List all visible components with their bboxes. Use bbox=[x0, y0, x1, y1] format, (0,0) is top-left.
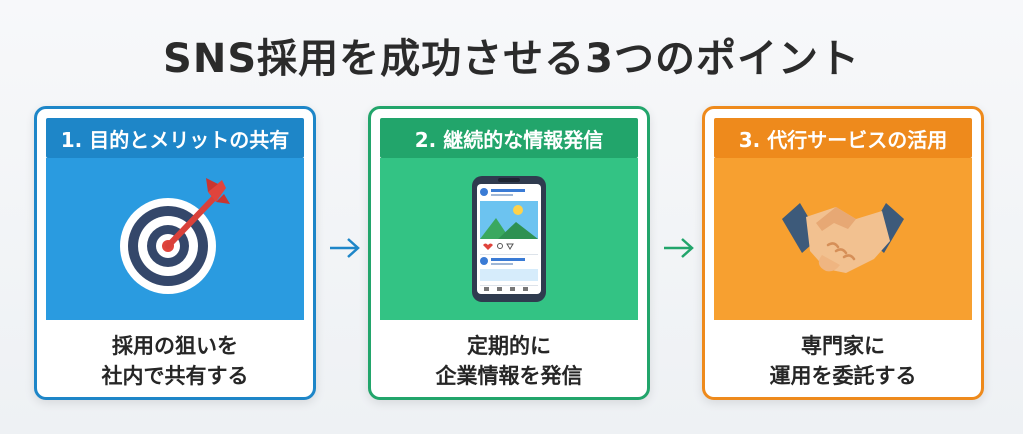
caption-line: 専門家に bbox=[801, 334, 885, 358]
point-card-2-caption: 定期的に 企業情報を発信 bbox=[371, 331, 647, 391]
target-with-arrow-icon bbox=[120, 178, 230, 294]
point-card-3-illustration bbox=[714, 158, 972, 320]
point-card-2-illustration bbox=[380, 158, 638, 320]
arrow-right-icon bbox=[330, 238, 360, 258]
page-title: SNS採用を成功させる3つのポイント bbox=[163, 36, 860, 82]
caption-line: 社内で共有する bbox=[101, 364, 249, 388]
point-card-1: 1. 目的とメリットの共有 採用の狙いを 社内で共有する bbox=[34, 106, 316, 400]
point-card-1-illustration bbox=[46, 158, 304, 320]
arrow-right-icon bbox=[664, 238, 694, 258]
smartphone-social-feed-icon bbox=[472, 176, 546, 302]
point-card-3-header: 3. 代行サービスの活用 bbox=[714, 118, 972, 158]
handshake-icon bbox=[782, 203, 904, 273]
caption-line: 企業情報を発信 bbox=[435, 364, 583, 388]
point-card-2-header: 2. 継続的な情報発信 bbox=[380, 118, 638, 158]
point-card-3-caption: 専門家に 運用を委託する bbox=[705, 331, 981, 391]
point-card-1-caption: 採用の狙いを 社内で共有する bbox=[37, 331, 313, 391]
point-card-1-header: 1. 目的とメリットの共有 bbox=[46, 118, 304, 158]
point-card-2: 2. 継続的な情報発信 定期的に bbox=[368, 106, 650, 400]
caption-line: 採用の狙いを bbox=[112, 334, 238, 358]
caption-line: 運用を委託する bbox=[769, 364, 917, 388]
point-card-3: 3. 代行サービスの活用 専門家に 運用を委託する bbox=[702, 106, 984, 400]
caption-line: 定期的に bbox=[467, 334, 551, 358]
